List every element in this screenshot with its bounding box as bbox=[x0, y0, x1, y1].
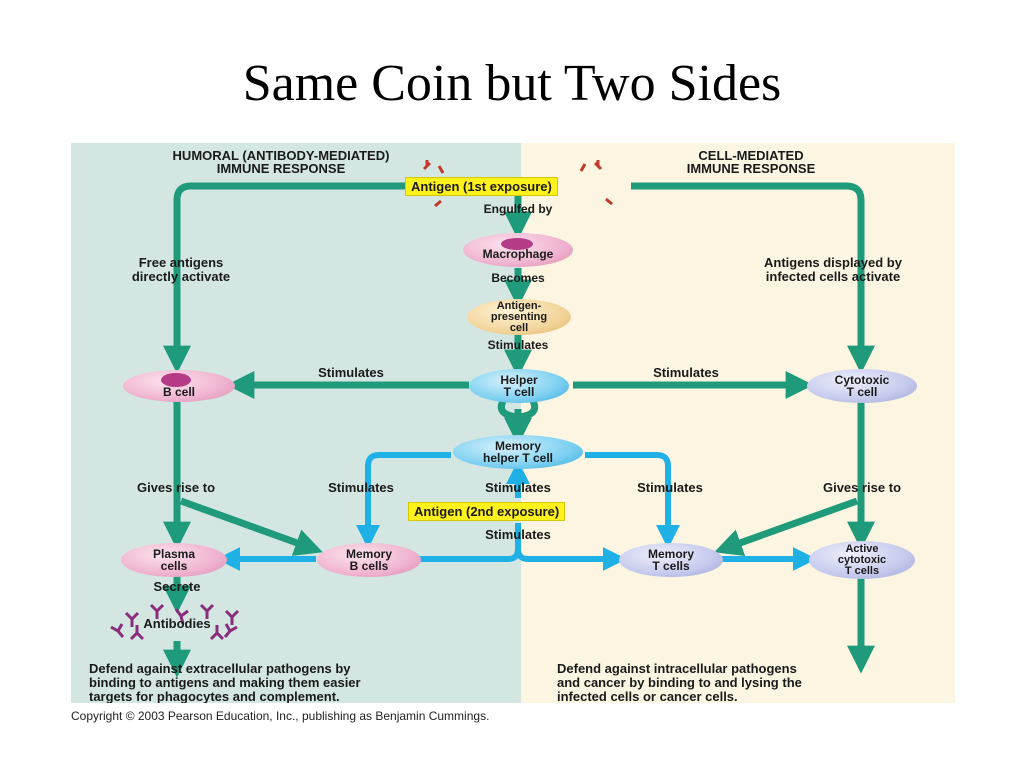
humoral-header-line1: HUMORAL (ANTIBODY-MEDIATED) bbox=[172, 148, 390, 163]
humoral-outcome-line3: targets for phagocytes and complement. bbox=[89, 689, 340, 704]
antibody-molecules bbox=[110, 603, 240, 641]
arrow-antigen2-to-memory-t bbox=[515, 547, 627, 571]
antigens-displayed-line2: infected cells activate bbox=[765, 269, 901, 284]
humoral-outcome: Defend against extracellular pathogens b… bbox=[89, 661, 509, 704]
plasma-line2: cells bbox=[160, 559, 188, 573]
arrow-gives-rise-memory-b bbox=[179, 497, 323, 556]
active-cytotoxic-label: Active cytotoxic T cells bbox=[837, 542, 887, 577]
humoral-header-line2: IMMUNE RESPONSE bbox=[216, 161, 346, 176]
label-free-antigens: Free antigens directly activate bbox=[91, 256, 271, 284]
humoral-outcome-line1: Defend against extracellular pathogens b… bbox=[89, 661, 351, 676]
b-cell-label: B cell bbox=[162, 385, 195, 399]
apc-label-line1: Antigen- bbox=[496, 299, 542, 312]
helper-t-line2: T cell bbox=[503, 385, 535, 399]
free-antigens-line1: Free antigens bbox=[138, 255, 224, 270]
active-cytotoxic-line3: T cells bbox=[844, 564, 880, 577]
cytotoxic-t-line1: Cytotoxic bbox=[834, 373, 890, 387]
plasma-label: Plasma cells bbox=[153, 548, 195, 572]
cell-mediated-outcome: Defend against intracellular pathogens a… bbox=[557, 661, 947, 704]
cell-mediated-outcome-line1: Defend against intracellular pathogens bbox=[557, 661, 797, 676]
memory-t-line2: T cells bbox=[652, 559, 690, 573]
b-cell: B cell bbox=[123, 370, 235, 402]
arrow-gives-rise-memory-t bbox=[714, 497, 859, 556]
active-cytotoxic-line1: Active bbox=[845, 542, 879, 555]
arrow-memhelper-to-memory-t bbox=[585, 452, 680, 549]
apc-label-line3: cell bbox=[509, 321, 529, 334]
copyright-notice: Copyright © 2003 Pearson Education, Inc.… bbox=[71, 709, 490, 723]
memory-helper-t-cell: Memory helper T cell bbox=[453, 435, 583, 469]
memory-t-line1: Memory bbox=[647, 547, 694, 561]
antibodies-label: Antibodies bbox=[143, 616, 211, 631]
humoral-panel bbox=[71, 143, 521, 703]
label-stimulates-right: Stimulates bbox=[653, 365, 719, 380]
antigen-second-exposure: Antigen (2nd exposure) bbox=[408, 502, 566, 521]
active-cytotoxic-t-cells: Active cytotoxic T cells bbox=[809, 541, 915, 579]
label-gives-rise-left: Gives rise to bbox=[136, 480, 216, 495]
helper-t-label: Helper T cell bbox=[500, 374, 537, 398]
cytotoxic-t-line2: T cell bbox=[846, 385, 878, 399]
label-stimulates-left: Stimulates bbox=[318, 365, 384, 380]
cytotoxic-t-label: Cytotoxic T cell bbox=[835, 374, 890, 398]
label-stimulates-memb: Stimulates bbox=[328, 480, 394, 495]
helper-t-cell: Helper T cell bbox=[469, 369, 569, 403]
antigen-presenting-cell: Antigen- presenting cell bbox=[467, 299, 571, 335]
cytotoxic-t-cell: Cytotoxic T cell bbox=[807, 369, 917, 403]
label-becomes: Becomes bbox=[491, 271, 545, 285]
label-stimulates-memt: Stimulates bbox=[637, 480, 703, 495]
arrow-antigen-to-b-cell bbox=[163, 182, 406, 374]
apc-label-line2: presenting bbox=[490, 310, 548, 323]
plasma-line1: Plasma bbox=[152, 547, 196, 561]
label-stimulates-apc: Stimulates bbox=[487, 338, 549, 352]
macrophage-cell: Macrophage bbox=[463, 233, 573, 267]
memory-t-cells: Memory T cells bbox=[619, 543, 723, 577]
memory-b-cells: Memory B cells bbox=[317, 543, 421, 577]
label-stimulates-second: Stimulates bbox=[485, 527, 551, 542]
label-gives-rise-right: Gives rise to bbox=[822, 480, 902, 495]
apc-label: Antigen- presenting cell bbox=[490, 299, 548, 334]
helper-t-line1: Helper bbox=[500, 373, 538, 387]
plasma-cells: Plasma cells bbox=[121, 543, 227, 577]
memory-t-label: Memory T cells bbox=[648, 548, 694, 572]
active-cytotoxic-line2: cytotoxic bbox=[837, 553, 887, 566]
label-engulfed-by: Engulfed by bbox=[483, 202, 553, 216]
label-secrete: Secrete bbox=[153, 579, 201, 594]
immune-response-diagram: HUMORAL (ANTIBODY-MEDIATED) IMMUNE RESPO… bbox=[71, 143, 955, 703]
antigen-first-exposure: Antigen (1st exposure) bbox=[405, 177, 558, 196]
label-stimulates-center: Stimulates bbox=[485, 480, 551, 495]
cell-mediated-header-line1: CELL-MEDIATED bbox=[698, 148, 804, 163]
arrow-memhelper-to-memory-b bbox=[356, 452, 451, 549]
cell-mediated-outcome-line3: infected cells or cancer cells. bbox=[557, 689, 738, 704]
cell-mediated-panel bbox=[521, 143, 955, 703]
humoral-outcome-line2: binding to antigens and making them easi… bbox=[89, 675, 361, 690]
memory-b-line1: Memory bbox=[345, 547, 392, 561]
cell-mediated-header: CELL-MEDIATED IMMUNE RESPONSE bbox=[631, 149, 871, 175]
antigens-displayed-line1: Antigens displayed by bbox=[764, 255, 902, 270]
memory-helper-label: Memory helper T cell bbox=[483, 440, 553, 464]
label-antigens-displayed: Antigens displayed by infected cells act… bbox=[723, 256, 943, 284]
humoral-header: HUMORAL (ANTIBODY-MEDIATED) IMMUNE RESPO… bbox=[111, 149, 451, 175]
memory-helper-line2: helper T cell bbox=[482, 451, 554, 465]
cell-mediated-header-line2: IMMUNE RESPONSE bbox=[686, 161, 816, 176]
pathway-arrows bbox=[110, 160, 875, 678]
antigen-markers bbox=[422, 160, 613, 208]
cell-mediated-outcome-line2: and cancer by binding to and lysing the bbox=[557, 675, 802, 690]
slide-title: Same Coin but Two Sides bbox=[242, 55, 782, 112]
macrophage-label: Macrophage bbox=[482, 247, 554, 261]
memory-b-line2: B cells bbox=[349, 559, 389, 573]
free-antigens-line2: directly activate bbox=[131, 269, 231, 284]
memory-helper-line1: Memory bbox=[494, 439, 541, 453]
memory-b-label: Memory B cells bbox=[346, 548, 392, 572]
arrow-antigen-to-cytotoxic bbox=[631, 182, 875, 374]
